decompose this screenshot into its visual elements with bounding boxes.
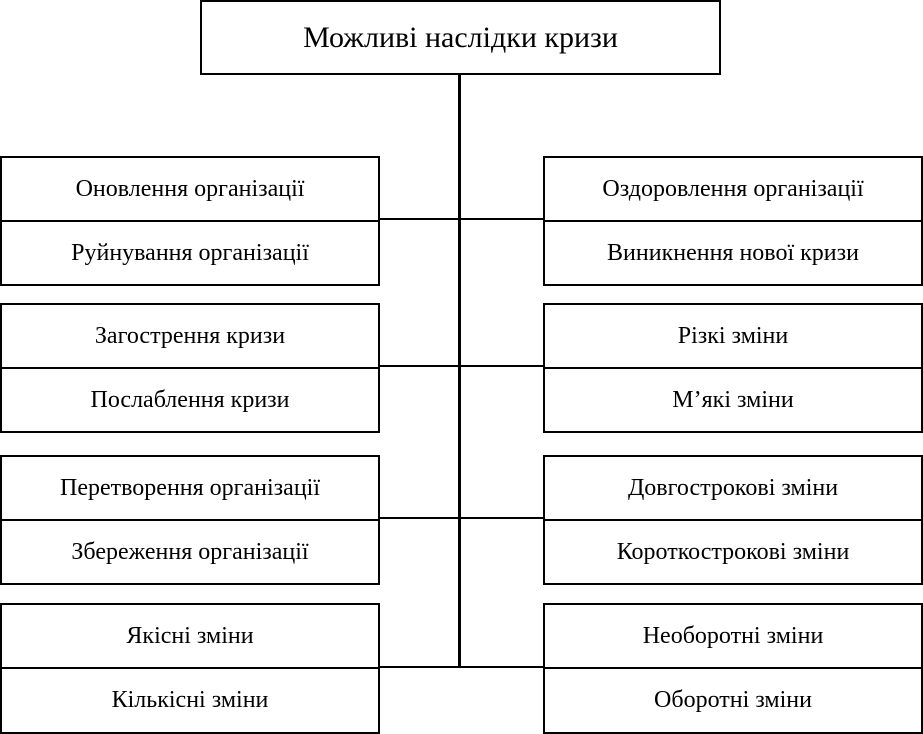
left-pair-3-bottom: Збереження організації <box>71 538 309 565</box>
branch-connector-4 <box>378 666 544 668</box>
right-pair-3: Довгострокові зміни Короткострокові змін… <box>543 455 923 585</box>
pair-divider <box>2 367 378 369</box>
left-pair-2: Загострення кризи Послаблення кризи <box>0 303 380 433</box>
right-pair-2-top: Різкі зміни <box>677 322 789 349</box>
left-pair-3: Перетворення організації Збереження орга… <box>0 455 380 585</box>
branch-connector-1 <box>378 218 544 220</box>
left-pair-2-top: Загострення кризи <box>94 322 286 349</box>
right-pair-4-top: Необоротні зміни <box>642 622 824 649</box>
left-pair-4-bottom: Кількісні зміни <box>111 686 269 713</box>
left-pair-1-bottom: Руйнування організації <box>71 239 309 266</box>
right-pair-3-bottom: Короткострокові зміни <box>616 538 850 565</box>
right-pair-1-top: Оздоровлення організації <box>602 175 864 202</box>
pair-divider <box>2 519 378 521</box>
left-pair-4: Якісні зміни Кількісні зміни <box>0 603 380 734</box>
right-pair-1-bottom: Виникнення нової кризи <box>607 239 859 266</box>
branch-connector-3 <box>378 517 544 519</box>
pair-divider <box>2 220 378 222</box>
root-node-label: Можливі наслідки кризи <box>303 20 618 54</box>
left-pair-1-top: Оновлення організації <box>75 175 305 202</box>
branch-connector-2 <box>378 365 544 367</box>
right-pair-1: Оздоровлення організації Виникнення ново… <box>543 156 923 286</box>
pair-divider <box>545 367 921 369</box>
right-pair-4-bottom: Оборотні зміни <box>654 686 812 713</box>
pair-divider <box>545 220 921 222</box>
right-pair-2: Різкі зміни М’які зміни <box>543 303 923 433</box>
right-pair-4: Необоротні зміни Оборотні зміни <box>543 603 923 734</box>
trunk-connector <box>458 75 461 667</box>
right-pair-3-top: Довгострокові зміни <box>627 474 839 501</box>
pair-divider <box>545 519 921 521</box>
right-pair-2-bottom: М’які зміни <box>672 386 794 413</box>
left-pair-1: Оновлення організації Руйнування організ… <box>0 156 380 286</box>
root-node: Можливі наслідки кризи <box>200 0 721 75</box>
pair-divider <box>2 667 378 669</box>
left-pair-4-top: Якісні зміни <box>126 622 254 649</box>
pair-divider <box>545 667 921 669</box>
left-pair-2-bottom: Послаблення кризи <box>90 386 290 413</box>
left-pair-3-top: Перетворення організації <box>60 474 320 501</box>
